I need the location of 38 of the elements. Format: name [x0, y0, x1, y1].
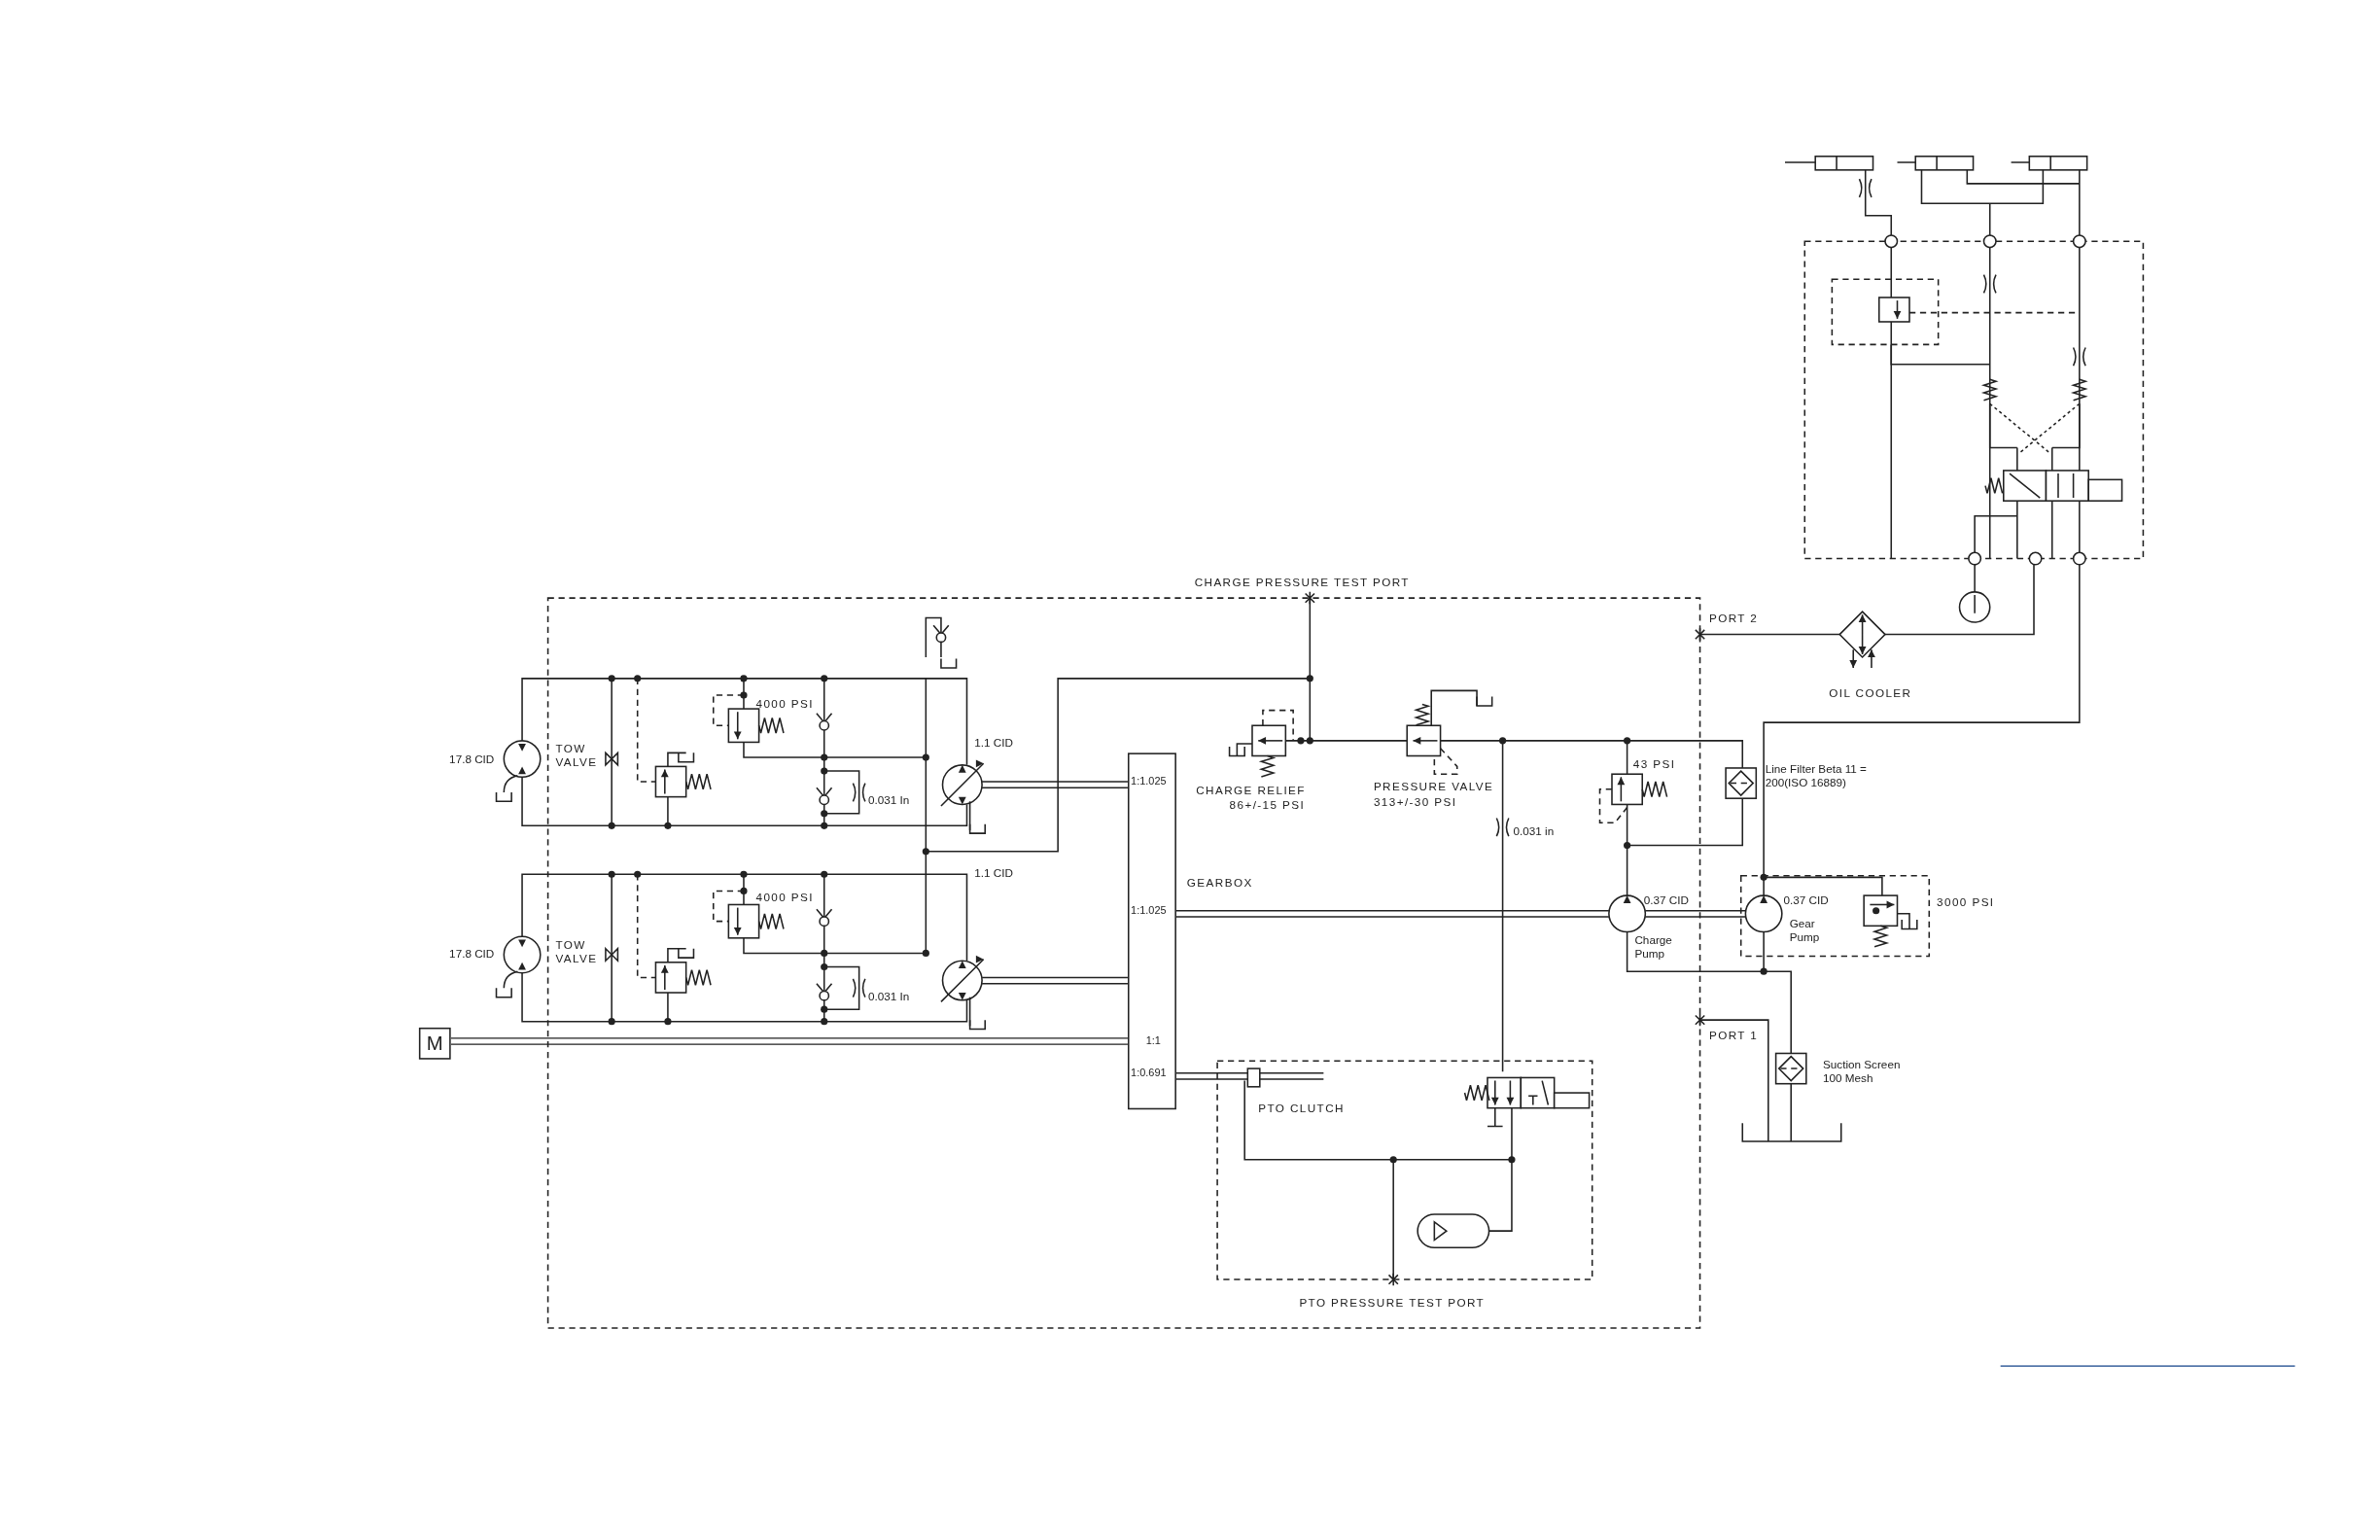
- filter-spec-label: Line Filter Beta 11 = 200(ISO 16889): [1765, 761, 1868, 789]
- displacement-label: 1.1 CID: [974, 736, 1013, 751]
- displacement-label: 0.37 CID: [1643, 893, 1689, 908]
- test-port-label: CHARGE PRESSURE TEST PORT: [1194, 575, 1410, 589]
- port-label: PORT 2: [1708, 612, 1759, 626]
- component-label: PRESSURE VALVE: [1373, 780, 1494, 794]
- displacement-label: 17.8 CID: [449, 752, 495, 767]
- orifice-size-label: 0.031 in: [1513, 823, 1555, 838]
- pressure-label: 86+/-15 PSI: [1229, 798, 1306, 813]
- orifice-size-label: 0.031 In: [868, 793, 910, 808]
- displacement-label: 17.8 CID: [449, 947, 495, 962]
- pressure-label: 3000 PSI: [1937, 895, 1995, 910]
- displacement-label: 1.1 CID: [974, 866, 1013, 881]
- ratio-label: 1:1: [1145, 1033, 1161, 1048]
- pressure-label: 4000 PSI: [755, 891, 814, 905]
- motor-symbol-letter: M: [426, 1036, 443, 1052]
- component-label: Gear Pump: [1789, 916, 1821, 945]
- component-label: CHARGE RELIEF: [1196, 783, 1306, 797]
- port-label: PORT 1: [1708, 1029, 1759, 1043]
- ratio-label: 1:1.025: [1131, 903, 1167, 917]
- ratio-label: 1:1.025: [1131, 774, 1167, 788]
- gearbox-block: [1127, 752, 1176, 1110]
- pressure-label: 43 PSI: [1632, 757, 1676, 772]
- valve-label: TOW VALVE: [555, 742, 599, 770]
- displacement-label: 0.37 CID: [1783, 893, 1829, 908]
- component-label: GEARBOX: [1186, 875, 1253, 890]
- pressure-label: 313+/-30 PSI: [1373, 795, 1457, 810]
- component-label: Suction Screen 100 Mesh: [1823, 1058, 1902, 1086]
- motor-box: [418, 1027, 451, 1060]
- component-label: PTO CLUTCH: [1258, 1102, 1345, 1116]
- orifice-size-label: 0.031 In: [868, 989, 910, 1003]
- pressure-label: 4000 PSI: [755, 696, 814, 711]
- component-label: OIL COOLER: [1829, 685, 1912, 700]
- ratio-label: 1:0.691: [1131, 1066, 1167, 1079]
- component-label: Charge Pump: [1634, 933, 1673, 962]
- drive-shaft: [450, 1037, 1129, 1045]
- valve-label: TOW VALVE: [555, 937, 599, 965]
- test-port-label: PTO PRESSURE TEST PORT: [1299, 1296, 1486, 1311]
